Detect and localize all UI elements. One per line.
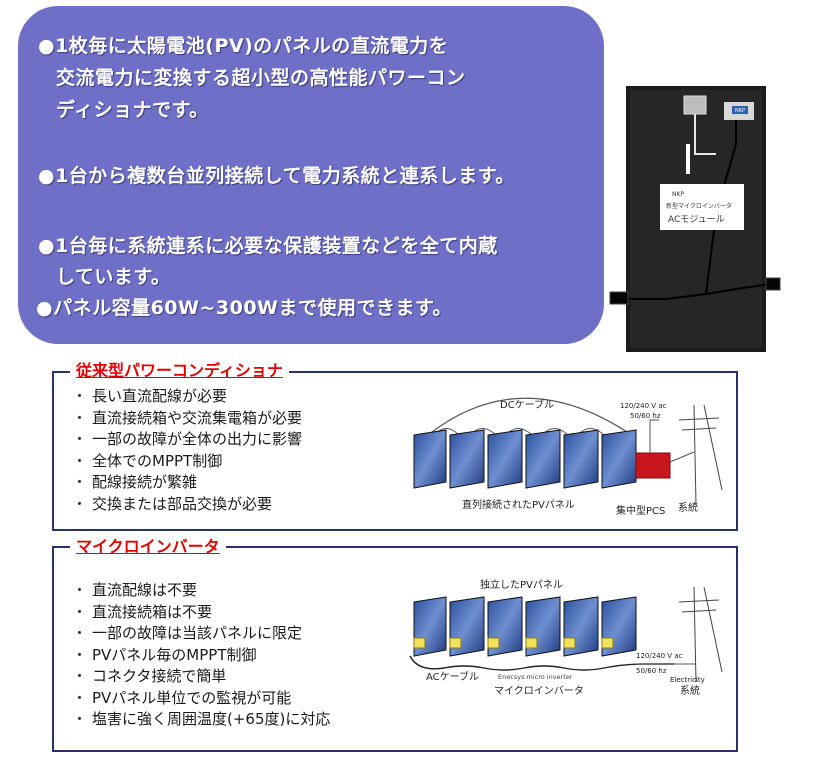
list-item: ・交換または部品交換が必要: [72, 494, 273, 513]
conventional-diagram: DCケーブル 120/240 V ac 50/60 hz 直列接続されたPVパネ…: [413, 397, 723, 517]
utility-pole-icon: [678, 586, 723, 683]
grid-label: 系統: [680, 684, 700, 697]
intro-line-2: 交流電力に変換する超小型の高性能パワーコン: [56, 67, 466, 89]
list-item: ・直流配線は不要: [72, 581, 198, 599]
intro-line-3: ディショナです。: [56, 99, 209, 121]
freq-label: 50/60 hz: [630, 412, 661, 420]
independent-panels-label: 独立したPVパネル: [480, 578, 563, 591]
micro-inverter-label: マイクロインバータ: [494, 685, 584, 697]
list-item: ・直流接続箱は不要: [72, 602, 213, 621]
grid-label: 系統: [678, 501, 698, 514]
intro-line-4: ●1台から複数台並列接続して電力系統と連系します。: [38, 165, 515, 187]
voltage-label: 120/240 V ac: [620, 402, 667, 410]
photo-label-line3: ACモジュール: [668, 215, 725, 225]
intro-box: ●1枚毎に太陽電池(PV)のパネルの直流電力を 交流電力に変換する超小型の高性能…: [18, 6, 604, 344]
pcs-box: [635, 452, 671, 479]
conventional-title: 従来型パワーコンディショナ: [70, 357, 289, 381]
intro-line-5: ●1台毎に系統連系に必要な保護装置などを全て内蔵: [38, 235, 498, 257]
list-item: ・長い直流配線が必要: [72, 387, 228, 405]
dc-cable-label: DCケーブル: [500, 398, 554, 411]
photo-brand-text: NKP: [735, 108, 745, 114]
photo-label-line2: 新型マイクロインバータ: [666, 202, 732, 210]
list-item: ・PVパネル単位での監視が可能: [72, 688, 292, 707]
pv-panels: [413, 429, 637, 489]
micro-diagram: 独立したPVパネル 120/240 V ac 50/60 hz ACケーブル E…: [409, 578, 723, 697]
micro-inverters: [413, 637, 614, 649]
intro-line-6: しています。: [56, 266, 171, 288]
enecsys-label: Enecsys micro inverter: [498, 673, 573, 681]
list-item: ・一部の故障が全体の出力に影響: [72, 430, 303, 448]
photo-label-line1: NKP: [672, 191, 684, 198]
list-item: ・塩害に強く周囲温度(+65度)に対応: [72, 710, 331, 728]
freq-label: 50/60 hz: [636, 667, 667, 675]
utility-pole-icon: [678, 404, 723, 506]
ac-cable-label: ACケーブル: [426, 670, 479, 683]
intro-line-1: ●1枚毎に太陽電池(PV)のパネルの直流電力を: [38, 35, 449, 57]
voltage-label: 120/240 V ac: [636, 652, 683, 660]
list-item: ・コネクタ接続で簡単: [72, 667, 227, 685]
list-item: ・直流接続箱や交流集電箱が必要: [72, 408, 303, 427]
list-item: ・全体でのMPPT制御: [72, 451, 223, 470]
micro-title: マイクロインバータ: [70, 533, 226, 557]
solar-panel-photo: NKP NKP 新型マイクロインバータ ACモジュール: [609, 86, 781, 352]
intro-line-7: ●パネル容量60W~300Wまで使用できます。: [36, 297, 453, 319]
pcs-label: 集中型PCS: [616, 504, 665, 517]
panels-label: 直列接続されたPVパネル: [462, 498, 575, 511]
micro-list: ・直流配線は不要 ・直流接続箱は不要 ・一部の故障は当該パネルに限定 ・PVパネ…: [72, 580, 330, 731]
electricity-label: Electricity: [670, 676, 705, 684]
conventional-list: ・長い直流配線が必要 ・直流接続箱や交流集電箱が必要 ・一部の故障が全体の出力に…: [72, 386, 302, 515]
list-item: ・配線接続が繁雑: [72, 473, 198, 491]
list-item: ・PVパネル毎のMPPT制御: [72, 645, 257, 664]
list-item: ・一部の故障は当該パネルに限定: [72, 624, 303, 642]
